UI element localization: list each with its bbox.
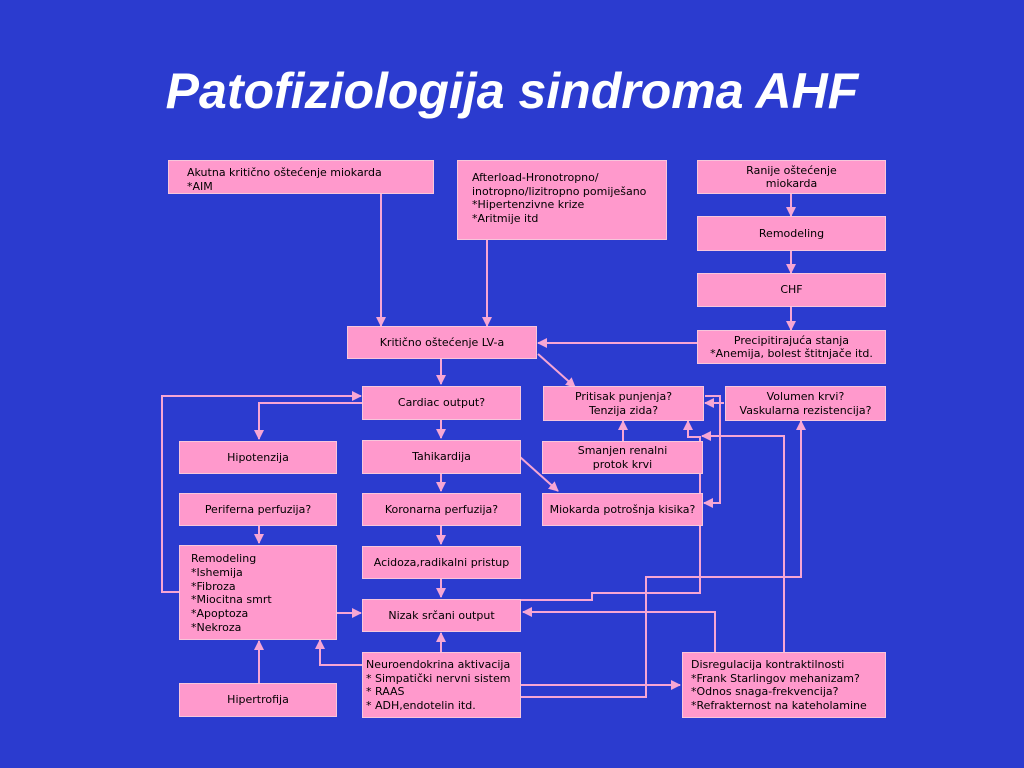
- arrow-nizak-to-pritisak: [521, 420, 701, 601]
- arrow-cardiac-to-hipotenzija: [254, 402, 362, 440]
- box-miokarda-potrosnja-kisika: Miokarda potrošnja kisika?: [542, 493, 703, 526]
- box-volumen-krvi: Volumen krvi? Vaskularna rezistencija?: [725, 386, 886, 421]
- box-pritisak-punjenja: Pritisak punjenja? Tenzija zida?: [543, 386, 704, 421]
- box-acidoza: Acidoza,radikalni pristup: [362, 546, 521, 579]
- arrow-pritisak-to-miokarda: [703, 395, 721, 508]
- box-ranije-ostecenje: Ranije oštećenje miokarda: [697, 160, 886, 194]
- arrow-neuroendokrina-to-remodeling: [315, 639, 362, 666]
- arrow-neuroendokrina-to-volumen: [521, 420, 806, 698]
- arrow-tahikardija-to-miokarda: [519, 456, 559, 492]
- arrow-kriticno-to-pritisak: [537, 353, 576, 388]
- arrow-remodeling-to-cardiac: [161, 391, 362, 593]
- box-kriticno-ostecenje: Kritično oštećenje LV-a: [347, 326, 537, 359]
- slide-title: Patofiziologija sindroma AHF: [165, 63, 859, 119]
- box-afterload: Afterload-Hronotropno/ inotropno/lizitro…: [457, 160, 667, 240]
- box-akutna-ostecenje: Akutna kritično oštećenje miokarda *AIM: [168, 160, 434, 194]
- box-hipotenzija: Hipotenzija: [179, 441, 337, 474]
- arrow-disregulacija-to-nizak: [522, 607, 716, 652]
- box-chf: CHF: [697, 273, 886, 307]
- box-neuroendokrina-aktivacija: Neuroendokrina aktivacija * Simpatički n…: [362, 652, 521, 718]
- box-nizak-srcani-output: Nizak srčani output: [362, 599, 521, 632]
- box-cardiac-output: Cardiac output?: [362, 386, 521, 420]
- box-hipertrofija: Hipertrofija: [179, 683, 337, 717]
- box-precipitirajuca-stanja: Precipitirajuća stanja *Anemija, bolest …: [697, 330, 886, 364]
- box-koronarna-perfuzija: Koronarna perfuzija?: [362, 493, 521, 526]
- box-periferna-perfuzija: Periferna perfuzija?: [179, 493, 337, 526]
- box-tahikardija: Tahikardija: [362, 440, 521, 474]
- arrow-disregulacija-to-pritisak: [701, 431, 785, 652]
- box-smanjen-renalni-protok: Smanjen renalni protok krvi: [542, 441, 703, 474]
- box-remodeling-top: Remodeling: [697, 216, 886, 251]
- box-remodeling-left: Remodeling *Ishemija *Fibroza *Miocitna …: [179, 545, 337, 640]
- box-disregulacija-kontraktilnosti: Disregulacija kontraktilnosti *Frank Sta…: [682, 652, 886, 718]
